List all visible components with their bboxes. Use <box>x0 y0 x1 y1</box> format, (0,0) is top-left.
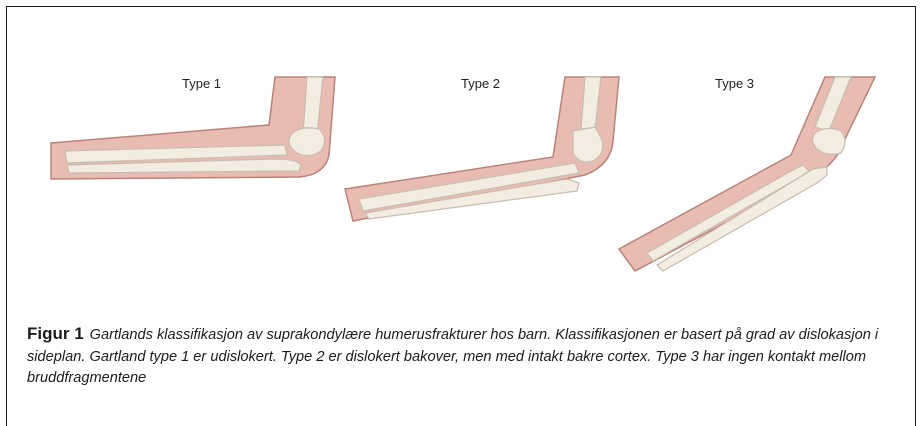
figure-frame: Type 1 Type 2 Type 3 <box>6 6 916 426</box>
type-1-panel: Type 1 <box>51 76 335 179</box>
type-3-label: Type 3 <box>715 76 754 91</box>
gartland-illustration: Type 1 Type 2 Type 3 <box>7 7 917 307</box>
type-2-panel: Type 2 <box>345 76 619 221</box>
caption-text: Gartlands klassifikasjon av suprakondylæ… <box>27 327 878 386</box>
type-3-panel: Type 3 <box>619 76 875 271</box>
type-1-label: Type 1 <box>182 76 221 91</box>
figure-number: Figur 1 <box>27 324 84 343</box>
type-2-label: Type 2 <box>461 76 500 91</box>
